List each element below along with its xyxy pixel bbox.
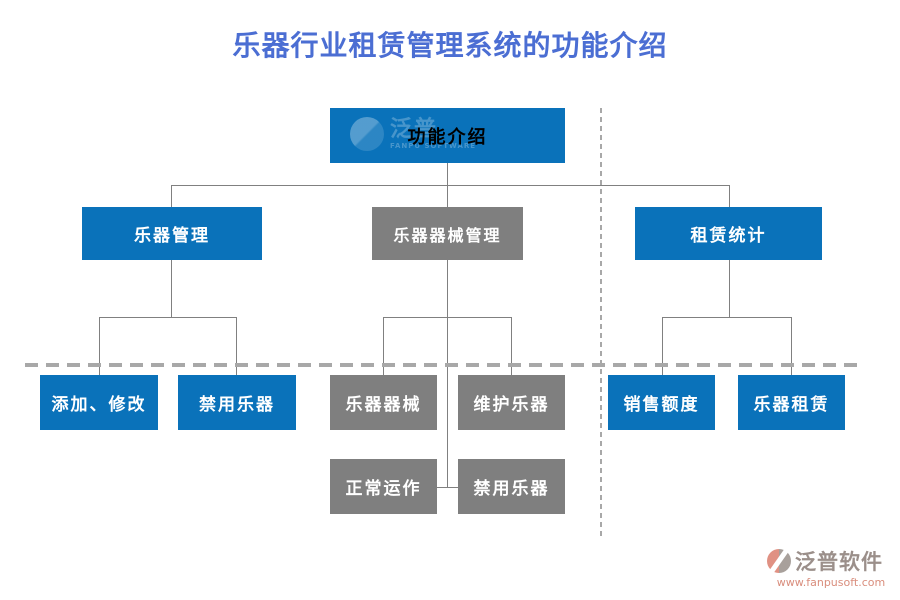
node-label: 维护乐器: [473, 395, 550, 415]
footer-brand-text: 泛普软件: [795, 549, 883, 574]
connector-line: [791, 317, 792, 375]
page-title: 乐器行业租赁管理系统的功能介绍: [232, 29, 668, 62]
node-label: 功能介绍: [407, 126, 488, 148]
node-function-intro: 泛普 FANPU SOFTWARE 功能介绍: [330, 108, 565, 163]
connector-line: [447, 260, 448, 317]
footer-brand: 泛普软件 www.fanpusoft.com: [766, 546, 896, 589]
connector-line: [662, 317, 663, 375]
node-instrument-management: 乐器管理: [82, 207, 262, 260]
node-sales-quota: 销售额度: [608, 375, 715, 430]
dashed-divider-horizontal: [25, 363, 858, 367]
connector-line: [171, 185, 172, 207]
dashed-divider-vertical: [600, 108, 602, 538]
connector-line: [511, 317, 512, 375]
node-label: 乐器租赁: [753, 395, 830, 415]
node-label: 添加、修改: [51, 395, 147, 415]
connector-line: [662, 317, 792, 318]
fanpu-logo-icon: [767, 548, 791, 574]
node-instrument-rental: 乐器租赁: [738, 375, 845, 430]
connector-line: [447, 317, 448, 487]
connector-line: [437, 487, 458, 488]
node-add-modify: 添加、修改: [40, 375, 158, 430]
footer-url-text: www.fanpusoft.com: [776, 576, 886, 589]
node-label: 禁用乐器: [199, 395, 275, 415]
node-normal-operation: 正常运作: [330, 459, 437, 514]
connector-line: [99, 317, 237, 318]
node-maintain-instrument: 维护乐器: [458, 375, 565, 430]
node-rental-statistics: 租赁统计: [635, 207, 822, 260]
node-disable-instrument-2: 禁用乐器: [458, 459, 565, 514]
connector-line: [729, 185, 730, 207]
node-label: 乐器器械管理: [393, 225, 502, 245]
node-label: 乐器器械: [345, 395, 422, 415]
connector-line: [447, 163, 448, 185]
connector-line: [171, 260, 172, 317]
connector-line: [383, 317, 384, 375]
fanpu-logo-icon: [350, 117, 384, 151]
connector-line: [236, 317, 237, 375]
node-label: 正常运作: [345, 479, 422, 499]
connector-line: [99, 317, 100, 375]
connector-line: [447, 185, 448, 207]
connector-line: [171, 185, 730, 186]
node-disable-instrument: 禁用乐器: [178, 375, 296, 430]
node-label: 租赁统计: [690, 226, 767, 246]
node-label: 销售额度: [623, 395, 700, 415]
node-instrument-equipment-management: 乐器器械管理: [372, 207, 523, 260]
node-instrument-equipment: 乐器器械: [330, 375, 437, 430]
node-label: 乐器管理: [134, 226, 210, 246]
connector-line: [729, 260, 730, 317]
node-label: 禁用乐器: [473, 479, 550, 499]
